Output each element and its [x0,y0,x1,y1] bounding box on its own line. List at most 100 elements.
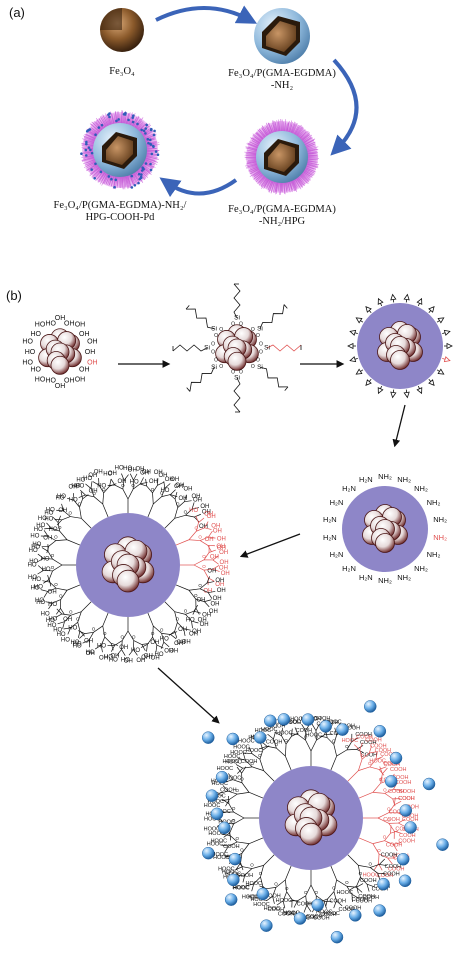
pd-dot [85,140,88,144]
epoxide-icon [416,297,423,305]
nanoparticle-cluster [284,789,338,846]
terminal-group-label: OH [165,477,174,483]
pd-dot [152,145,155,149]
pd-dot [93,176,96,180]
hydroxyl-label: OH [64,320,75,327]
hydroxyl-label: HO [35,376,46,383]
amine-label: NH₂ [397,475,411,484]
terminal-group-label: OH [204,512,213,518]
ether-oxygen-label: O [160,491,164,496]
terminal-group-label: HO [47,623,56,629]
terminal-group-label: OH [205,537,214,543]
pd-nanoparticle [384,775,398,788]
ether-oxygen-label: O [51,565,55,570]
terminal-group-label: OH [216,544,225,550]
arrow-b5-to-b6 [157,667,220,724]
terminal-group-label: OH [128,467,137,473]
terminal-group-label: COOH [297,902,314,908]
hydroxyl-label: OH [85,349,96,356]
ether-oxygen-label: O [275,742,279,747]
stage-label-hpg: Fe₃O₄/P(GMA-EGDMA) -NH₂/HPG [228,204,336,227]
ether-oxygen-label: O [132,635,136,640]
terminal-group-label: HO [73,643,82,649]
terminal-group-label: HOOC [230,750,247,756]
oxygen-label: O [231,321,235,327]
pd-dot [94,133,97,137]
ether-oxygen-label: O [235,788,239,793]
ether-oxygen-label: O [284,738,288,743]
ether-oxygen-label: O [69,511,73,516]
stage-label-pd: Fe₃O₄/P(GMA-EGDMA)-NH₂/ HPG-COOH-Pd [53,200,187,223]
ether-oxygen-label: O [202,564,206,569]
ether-oxygen-label: O [102,487,106,492]
terminal-group-label: OH [200,504,209,510]
pd-nanoparticle [422,777,436,791]
pd-dot [148,138,152,142]
silicon-label: Si [211,325,217,332]
terminal-group-label: OH [213,596,222,602]
terminal-group-label: OH [211,601,220,607]
cooh-pd-nanoparticle: OCOOHCOOHCOOHCOOHOCOOHCOOHCOOHCOOHOCOOHC… [201,700,449,944]
terminal-group-label: OH [169,648,178,654]
terminal-group-label: HOOC [325,719,342,725]
terminal-group-label: HO [30,533,39,539]
ether-oxygen-label: O [360,753,364,758]
terminal-group-label: OH [210,554,219,560]
pd-nanoparticle [363,700,377,713]
terminal-group-label: HOOC [264,906,281,912]
pd-nanoparticle [256,887,270,901]
hydroxyl-label: HO [25,349,36,356]
oxygen-label: O [259,341,263,347]
terminal-group-label: COOH [266,740,283,746]
terminal-group-label: HO [32,542,41,548]
terminal-group-label: OH [135,466,144,472]
ether-oxygen-label: O [103,631,107,636]
pd-nanoparticle [201,731,215,744]
oxygen-label: O [251,327,255,333]
pd-dot [156,153,160,157]
amine-label: NH₂ [433,533,447,542]
terminal-group-label: HOOC [276,898,293,904]
terminal-group-label: COOH [296,728,313,734]
pd-nanoparticle [227,873,240,887]
fe3o4-core-particle [100,8,144,52]
terminal-group-label: COOH [355,732,372,738]
hydroxyl-label: HO [45,320,56,327]
pd-dot [144,127,148,130]
pd-dot [150,152,154,156]
terminal-group-label: COOH [223,844,240,850]
ether-oxygen-label: O [383,835,387,840]
terminal-group-label: HO [34,584,43,590]
terminal-group-label: OH [174,641,183,647]
terminal-group-label: HOOC [276,730,293,736]
pd-nanoparticle [226,732,240,746]
terminal-group-label: OH [99,656,108,662]
pd-nanoparticle [436,838,449,851]
terminal-group-label: HO [104,655,113,661]
arrow-b4-to-b5 [239,533,301,558]
pd-dot [89,148,92,152]
pd-dot [136,122,139,126]
amine-label: H₂N [359,573,373,582]
pd-nanoparticle [336,723,349,736]
terminal-group-label: HOOC [208,799,225,805]
terminal-group-label: COOH [264,893,281,899]
terminal-group-label: OH [149,479,158,485]
terminal-group-label: HO [103,472,112,478]
terminal-group-label: HOOC [212,852,229,858]
terminal-group-label: OH [193,497,202,503]
pd-dot [130,186,134,189]
terminal-group-label: HOOC [255,728,272,734]
pd-nanoparticle [373,904,386,917]
terminal-group-label: HO [56,496,65,502]
terminal-group-label: HO [32,577,41,583]
ether-oxygen-label: O [240,777,244,782]
ether-oxygen-label: O [250,761,254,766]
oxygen-label: O [214,333,218,339]
terminal-group-label: OH [219,550,228,556]
terminal-group-label: OH [202,612,211,618]
terminal-group-label: OH [178,496,187,502]
terminal-group-label: HO [83,476,92,482]
